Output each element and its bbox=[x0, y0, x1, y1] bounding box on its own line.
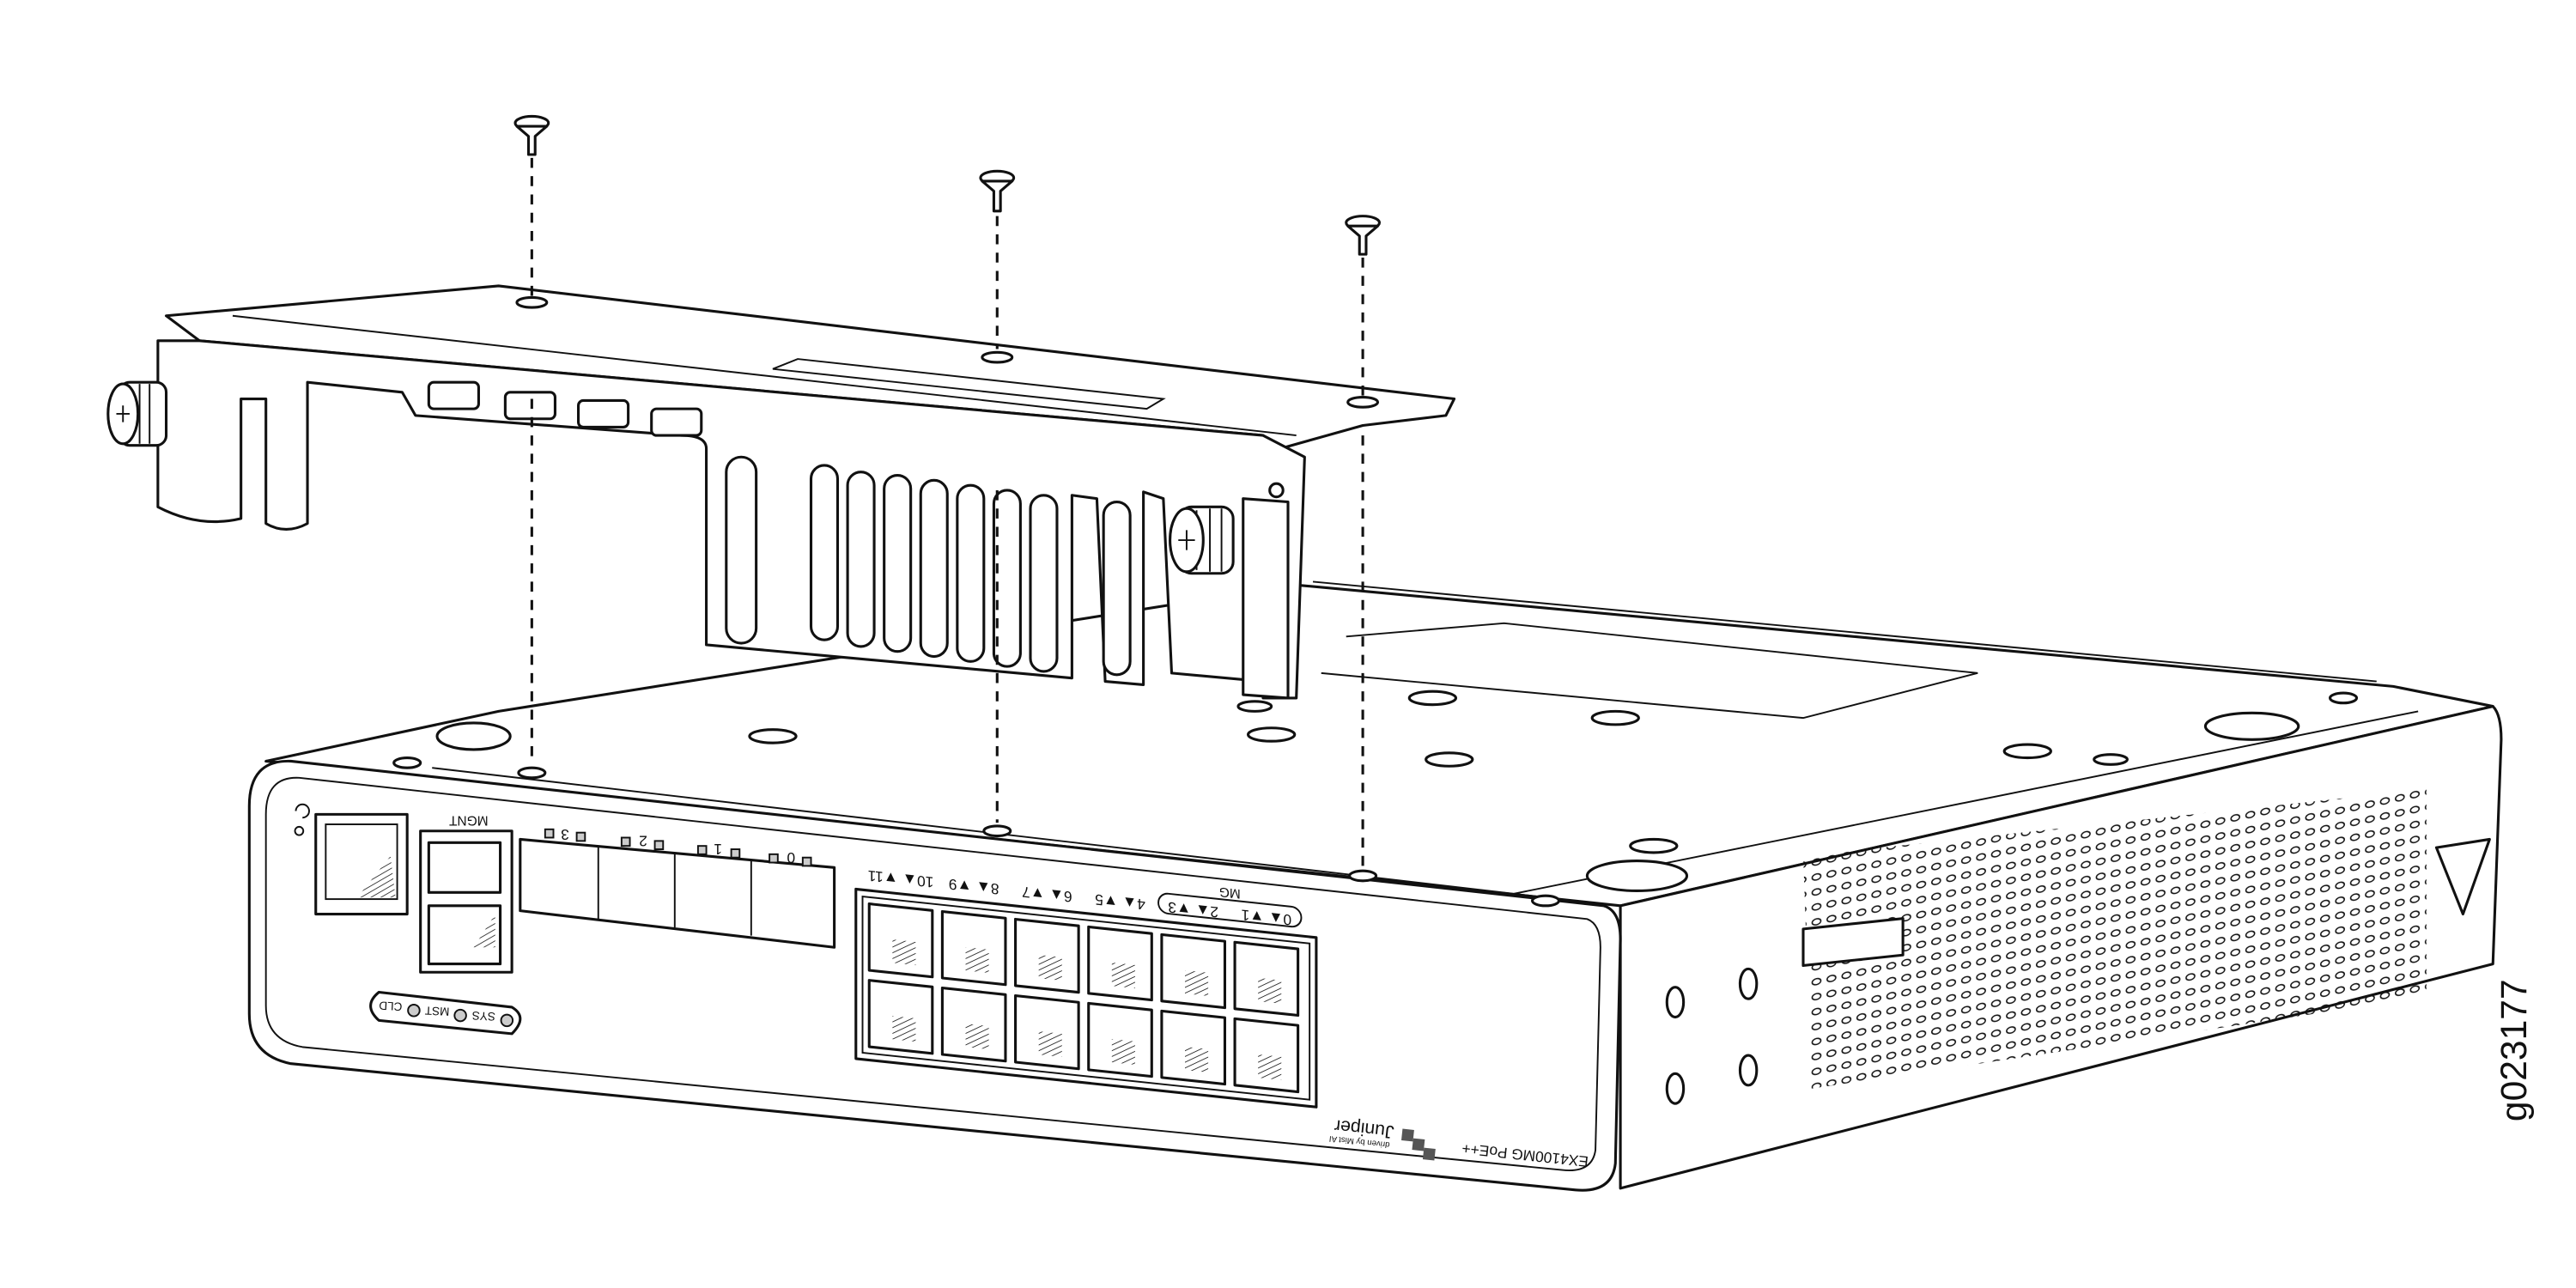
mounting-bracket bbox=[106, 284, 1456, 700]
captive-thumbscrew-left bbox=[106, 380, 168, 447]
reset-button[interactable] bbox=[294, 825, 305, 836]
bracket-windows bbox=[427, 380, 703, 437]
sfp-port-labels: 3 2 1 0 bbox=[561, 826, 795, 866]
captive-thumbscrew-right bbox=[1169, 505, 1235, 575]
sfp-port-3-label: 3 bbox=[561, 826, 569, 843]
top-holes bbox=[392, 690, 2359, 908]
juniper-logo-icon bbox=[1401, 1128, 1436, 1161]
mgmt-label: MGNT bbox=[448, 812, 488, 827]
led-mst-label: MST bbox=[424, 1004, 449, 1018]
rj45-port-block: 0▲ ▼1 2▲ ▼3 4▲ ▼5 6▲ ▼7 8▲ ▼9 10▲ ▼11 MG bbox=[854, 867, 1318, 1109]
side-label-plate bbox=[1801, 917, 1905, 967]
screw-1 bbox=[513, 114, 550, 156]
sfp-leds bbox=[544, 828, 812, 867]
sfp-cage: 3 2 1 0 bbox=[519, 826, 836, 949]
switch-chassis: MGNT 3 2 1 0 SYS MST C bbox=[247, 580, 2503, 1192]
sfp-port-1-label: 1 bbox=[714, 841, 722, 858]
sfp-port-0-label: 0 bbox=[787, 849, 795, 866]
usb-port[interactable] bbox=[427, 841, 502, 894]
sfp-port-2-label: 2 bbox=[639, 833, 647, 850]
reset-icon bbox=[295, 803, 310, 819]
ground-warning-icon bbox=[2434, 837, 2491, 916]
screw-3 bbox=[1345, 215, 1382, 256]
mgmt-port[interactable] bbox=[427, 904, 502, 966]
mg-label: MG bbox=[1219, 884, 1241, 902]
figure-id: g023177 bbox=[2494, 979, 2535, 1121]
mgmt-usb-stack: MGNT bbox=[419, 812, 513, 974]
led-cld-label: CLD bbox=[379, 999, 403, 1012]
rj45-ports[interactable] bbox=[867, 902, 1300, 1094]
vent-grille bbox=[1803, 789, 2427, 1089]
status-led-panel: SYS MST CLD bbox=[369, 990, 522, 1036]
console-port[interactable] bbox=[314, 812, 409, 916]
screw-guides bbox=[530, 157, 1364, 868]
bracket-slots bbox=[725, 455, 1132, 677]
led-sys-label: SYS bbox=[471, 1009, 495, 1023]
side-mount-holes bbox=[1665, 967, 1759, 1105]
screw-2 bbox=[979, 169, 1016, 213]
